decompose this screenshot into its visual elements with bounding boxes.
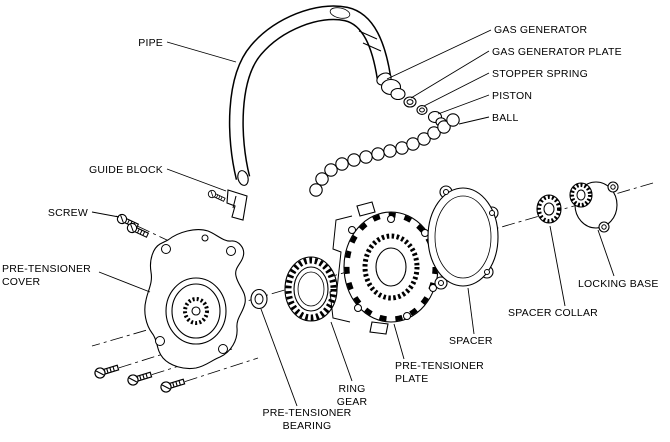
pre-tensioner-plate-drawing [329, 201, 439, 335]
locking-base-drawing [569, 181, 619, 233]
screw-drawing-lower [93, 362, 186, 394]
spacer-drawing [427, 185, 499, 290]
leader-pre-tensioner-bearing [260, 308, 298, 407]
leader-pre-tensioner-cover [98, 271, 151, 293]
label-pre-tensioner-bearing-line1: PRE-TENSIONER [263, 407, 352, 419]
gas-generator-plate-drawing [403, 96, 417, 108]
label-stopper-spring: STOPPER SPRING [492, 68, 588, 80]
label-spacer-collar: SPACER COLLAR [508, 307, 598, 319]
ball-chain-drawing [309, 113, 460, 197]
leader-gas-generator [386, 29, 492, 80]
label-ring-gear-line1: RING [338, 383, 365, 395]
labels: PIPE GAS GENERATOR GAS GENERATOR PLATE S… [2, 24, 659, 432]
guide-block-drawing [206, 188, 248, 221]
leader-spacer [467, 287, 475, 335]
leader-screw [91, 211, 120, 218]
leader-ball [458, 116, 490, 125]
leader-ring-gear [330, 321, 353, 382]
leader-piston [437, 94, 490, 115]
label-locking-base: LOCKING BASE [578, 278, 659, 290]
stopper-spring-drawing [416, 105, 428, 115]
label-spacer: SPACER [449, 335, 493, 347]
leader-locking-base [597, 229, 615, 277]
leader-pre-tensioner-plate [393, 323, 405, 360]
label-pipe: PIPE [138, 37, 163, 49]
pre-tensioner-bearing-drawing [250, 288, 268, 310]
label-guide-block: GUIDE BLOCK [89, 164, 163, 176]
leader-guide-block [166, 168, 227, 192]
gas-generator-drawing [380, 78, 406, 101]
spacer-collar-drawing [536, 194, 562, 224]
label-pre-tensioner-plate-line1: PRE-TENSIONER [395, 360, 484, 372]
label-gas-generator-plate: GAS GENERATOR PLATE [492, 46, 622, 58]
leader-lines [91, 29, 615, 407]
pre-tensioner-cover-drawing [144, 229, 246, 370]
label-gas-generator: GAS GENERATOR [494, 24, 587, 36]
leader-spacer-collar [549, 225, 566, 307]
label-piston: PISTON [492, 90, 532, 102]
label-pre-tensioner-plate-line2: PLATE [395, 373, 428, 385]
leader-pipe [166, 41, 237, 63]
leader-gas-generator-plate [410, 50, 490, 99]
ring-gear-drawing [284, 256, 338, 322]
label-screw: SCREW [48, 207, 88, 219]
label-pre-tensioner-cover-line1: PRE-TENSIONER [2, 263, 91, 275]
label-ball: BALL [492, 112, 519, 124]
screw-drawing-upper [115, 212, 150, 240]
label-pre-tensioner-bearing-line2: BEARING [283, 420, 332, 432]
label-pre-tensioner-cover-line2: COVER [2, 276, 41, 288]
label-ring-gear-line2: GEAR [337, 396, 368, 408]
pipe-drawing [228, 5, 392, 186]
leader-stopper-spring [423, 72, 490, 107]
